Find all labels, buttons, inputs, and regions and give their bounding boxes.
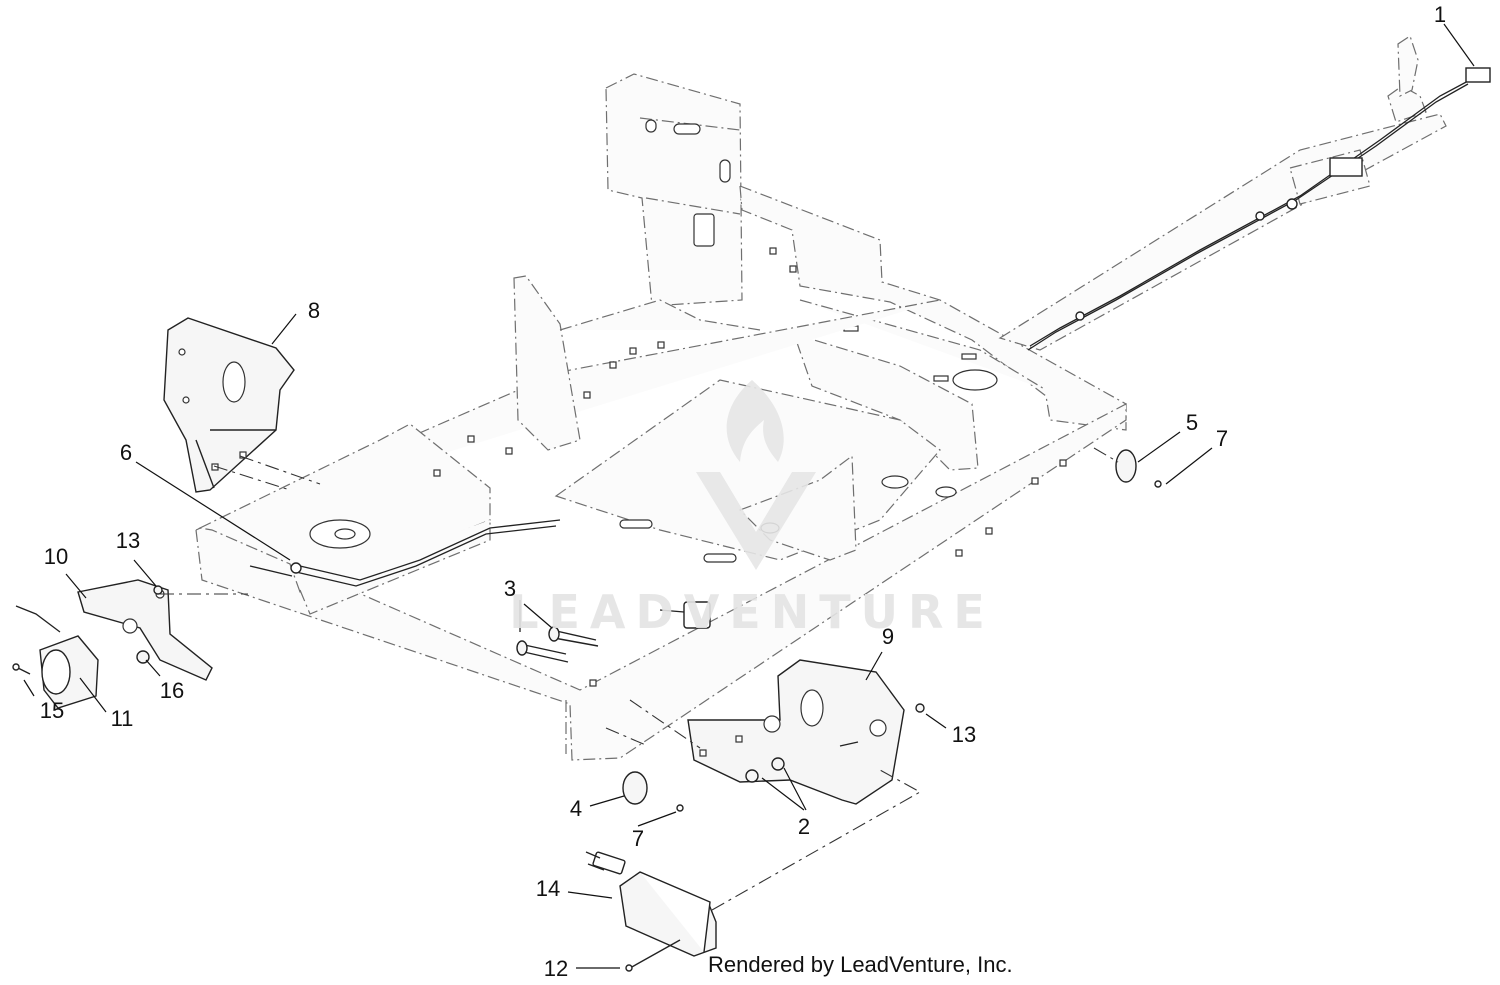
part-10-light-bracket xyxy=(77,579,248,681)
callout-4: 4 xyxy=(570,796,582,821)
part-5-cap xyxy=(1093,447,1137,483)
part-7-screws xyxy=(676,480,1162,812)
chassis-frame xyxy=(195,35,1447,761)
watermark: LEADVENTURE xyxy=(509,380,995,639)
callout-8: 8 xyxy=(308,298,320,323)
part-13b-nut xyxy=(915,703,925,713)
render-credit: Rendered by LeadVenture, Inc. xyxy=(708,952,1013,977)
part-8-left-bracket xyxy=(163,317,321,493)
callout-14: 14 xyxy=(536,876,560,901)
part-12-screw xyxy=(625,939,681,972)
callout-3: 3 xyxy=(504,576,516,601)
callout-11: 11 xyxy=(111,706,134,731)
callout-16: 16 xyxy=(160,678,184,703)
callout-13-right: 13 xyxy=(952,722,976,747)
callout-12: 12 xyxy=(544,956,568,981)
part-4-cap xyxy=(622,771,648,805)
callout-7-rear: 7 xyxy=(1216,426,1228,451)
leader-lines xyxy=(23,23,1475,969)
callout-10: 10 xyxy=(44,544,68,569)
wiring-harness xyxy=(249,67,1491,629)
part-13a-nut xyxy=(153,585,163,595)
callout-5: 5 xyxy=(1186,410,1198,435)
callout-2: 2 xyxy=(798,814,810,839)
leadventure-flame-logo-icon xyxy=(696,380,816,570)
harness-plug xyxy=(683,601,711,629)
callout-9: 9 xyxy=(882,624,894,649)
callout-7-front: 7 xyxy=(632,826,644,851)
part-9-right-bracket xyxy=(605,659,925,805)
harness-module xyxy=(1329,157,1363,177)
harness-connector-1 xyxy=(1465,67,1491,83)
part-14-control-module xyxy=(585,769,922,957)
watermark-text: LEADVENTURE xyxy=(509,585,995,639)
part-15-screw xyxy=(12,663,31,675)
callout-13-left: 13 xyxy=(116,528,140,553)
callout-numbers: 1 2 3 4 5 6 7 7 8 9 10 11 12 13 13 14 15… xyxy=(40,2,1446,981)
part-3-bolts xyxy=(516,626,599,663)
part-11-headlight xyxy=(15,605,99,709)
callout-15: 15 xyxy=(40,698,64,723)
callout-6: 6 xyxy=(120,440,132,465)
callout-1: 1 xyxy=(1434,2,1446,27)
